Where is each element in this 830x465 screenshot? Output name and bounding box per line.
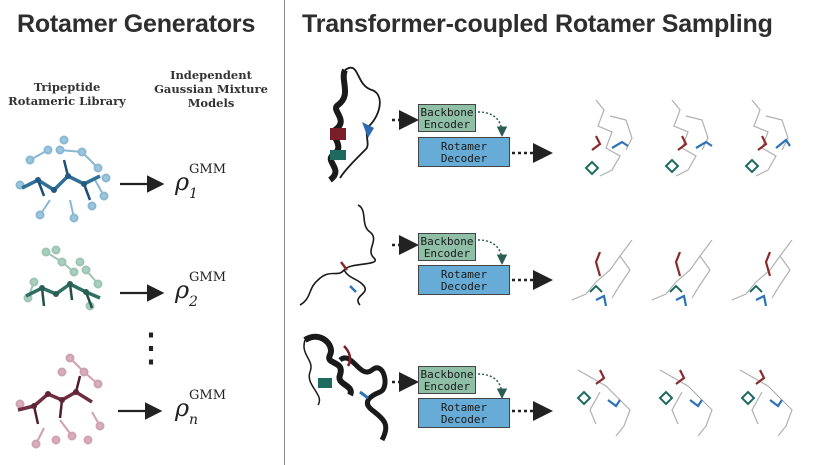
library-header-line: Rotameric Library — [8, 94, 126, 108]
rho-superscript: GMM — [189, 270, 227, 285]
decoder-label-line: Decoder — [440, 152, 488, 165]
protein-structure-2 — [299, 204, 377, 306]
decoder-label-line: Rotamer — [440, 268, 488, 281]
transformer-sampling-title: Transformer-coupled Rotamer Sampling — [302, 10, 773, 38]
gmm-header-line: Gaussian Mixture — [154, 82, 268, 96]
rho-gmm-n: ρ GMM n — [175, 388, 226, 428]
rotamer-decoder-box: Rotamer Decoder — [418, 137, 510, 167]
rotamer-generators-title: Rotamer Generators — [17, 10, 256, 38]
decoder-label-line: Decoder — [440, 280, 488, 293]
tripeptide-molecule-2 — [23, 245, 103, 311]
gmm-header-line: Models — [187, 96, 235, 110]
encoder-to-decoder-arrows — [477, 111, 508, 399]
protein-structure-3 — [303, 333, 389, 442]
rho-gmm-1: ρ GMM 1 — [175, 162, 226, 202]
gmm-arrows — [118, 175, 165, 420]
rho-subscript: n — [189, 412, 199, 428]
rho-superscript: GMM — [189, 388, 227, 403]
encoder-label-line: Backbone — [420, 106, 474, 119]
rotamer-decoder-box: Rotamer Decoder — [418, 398, 510, 428]
rho-symbol: ρ — [175, 394, 190, 422]
decoder-label-line: Decoder — [440, 413, 488, 426]
encoder-label-line: Encoder — [423, 118, 471, 131]
encoder-label-line: Encoder — [423, 247, 471, 260]
panel-divider — [284, 0, 285, 465]
encoder-label-line: Backbone — [420, 235, 474, 248]
gmm-header-line: Independent — [170, 68, 252, 82]
rho-subscript: 2 — [189, 294, 198, 310]
backbone-encoder-box: Backbone Encoder — [418, 104, 476, 132]
rho-symbol: ρ — [175, 276, 190, 304]
gmm-header: Independent Gaussian Mixture Models — [136, 68, 286, 110]
tripeptide-molecule-1 — [15, 135, 111, 223]
pipeline-arrows — [392, 110, 553, 421]
backbone-encoder-box: Backbone Encoder — [418, 366, 476, 394]
sampled-structures — [571, 99, 793, 437]
encoder-label-line: Backbone — [420, 368, 474, 381]
decoder-label-line: Rotamer — [440, 401, 488, 414]
backbone-encoder-box: Backbone Encoder — [418, 233, 476, 261]
rho-subscript: 1 — [189, 186, 198, 202]
rho-superscript: GMM — [189, 162, 227, 177]
rho-gmm-2: ρ GMM 2 — [175, 270, 226, 310]
library-header: Tripeptide Rotameric Library — [2, 80, 132, 108]
encoder-label-line: Encoder — [423, 380, 471, 393]
vertical-ellipsis: ⋮ — [131, 325, 171, 371]
rho-symbol: ρ — [175, 168, 190, 196]
tripeptide-molecule-3 — [15, 353, 105, 449]
rotamer-decoder-box: Rotamer Decoder — [418, 265, 510, 295]
protein-structure-1 — [327, 66, 381, 183]
decoder-label-line: Rotamer — [440, 140, 488, 153]
library-header-line: Tripeptide — [33, 80, 101, 94]
